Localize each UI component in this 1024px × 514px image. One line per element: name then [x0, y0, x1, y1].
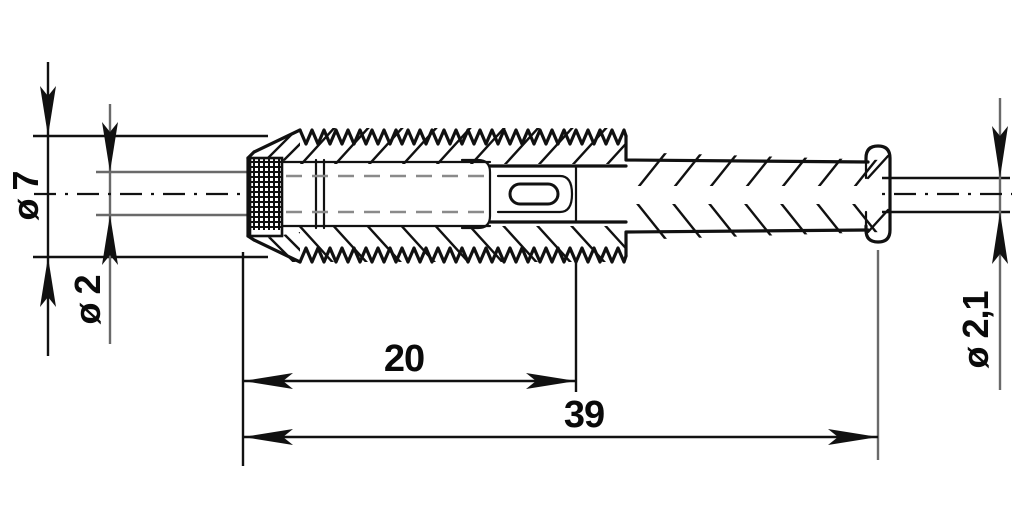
arrow-d21-top: [992, 126, 1008, 178]
cone-hatch-top: [254, 130, 300, 162]
thread-hatch-bottom: [298, 226, 626, 262]
arrow-d7-bottom: [40, 257, 56, 307]
knurl-ribs: [250, 158, 282, 230]
dimension-diameter-2: ø 2: [67, 104, 118, 344]
dim-label-diameter-7: ø 7: [5, 171, 46, 220]
dim-label-diameter-2: ø 2: [67, 275, 108, 324]
taper-bottom-edge: [624, 228, 870, 258]
tip-cap-hatch: [866, 154, 890, 234]
part-body: [246, 128, 892, 264]
dim-label-length-20: 20: [384, 338, 424, 380]
arrow-20-left: [243, 373, 293, 389]
arrow-d21-bottom: [992, 212, 1008, 264]
dim-label-length-39: 39: [564, 394, 604, 436]
arrow-39-left: [243, 429, 293, 445]
slot-inner-oval: [508, 182, 560, 206]
arrow-d2-top: [102, 122, 118, 172]
dimension-length-20: 20: [243, 338, 576, 389]
dim-label-diameter-2-1: ø 2,1: [955, 291, 996, 369]
left-cone-top: [246, 128, 302, 160]
arrow-d2-bottom: [102, 215, 118, 265]
horizontal-extension-lines: [33, 134, 1010, 259]
oval-slot-detail: [496, 164, 578, 224]
inner-sleeve-step: [314, 158, 326, 230]
dimension-length-39: 39: [243, 394, 878, 445]
arrow-39-right: [828, 429, 878, 445]
dimension-diameter-2-1: ø 2,1: [955, 98, 1008, 390]
dimension-diameter-7: ø 7: [5, 62, 56, 356]
inner-sleeve-nose: [460, 158, 492, 230]
arrow-d7-top: [40, 86, 56, 136]
vertical-extension-lines: [241, 250, 880, 466]
taper-top-edge: [624, 134, 870, 164]
left-cone-bottom: [246, 234, 302, 264]
slot-outer: [496, 174, 574, 214]
cone-hatch-bottom: [254, 232, 300, 262]
arrow-20-right: [526, 373, 576, 389]
